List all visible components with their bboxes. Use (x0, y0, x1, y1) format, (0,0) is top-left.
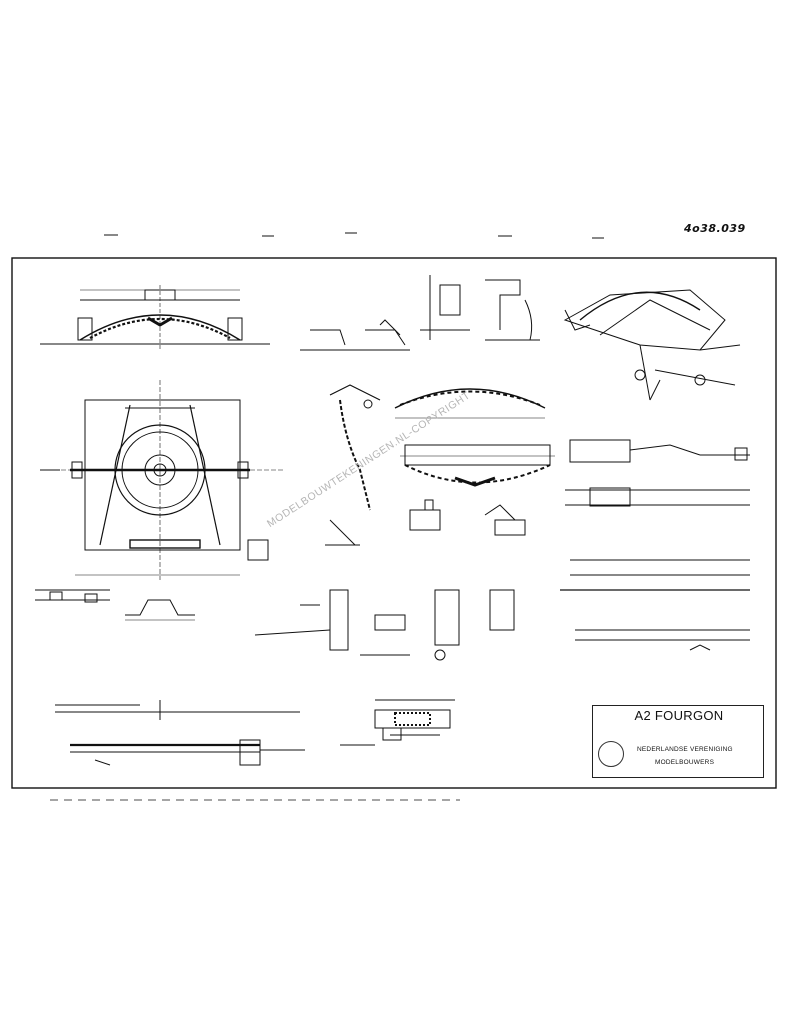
organization-name-line2: MODELBOUWERS (655, 759, 715, 766)
plan-view-bogie (40, 380, 285, 580)
detail-left-middle (35, 589, 195, 621)
lower-middle-details (254, 589, 515, 661)
drawing-title: A2 FOURGON (634, 708, 724, 723)
bottom-left-section (55, 700, 305, 766)
organization-seal-icon (598, 741, 624, 767)
sheet-border (11, 257, 777, 789)
organization-name-line1: NEDERLANDSE VERENIGING (637, 746, 733, 753)
brake-lever-detail (300, 319, 410, 546)
upper-middle-details (420, 275, 540, 341)
small-details-middle (409, 499, 526, 536)
front-view-top-left (40, 285, 270, 350)
bottom-middle-section (340, 699, 455, 746)
top-scale-marks (104, 232, 604, 239)
right-side-details (560, 439, 750, 651)
isometric-view (563, 289, 741, 401)
leaf-spring-views (394, 388, 555, 487)
title-block: A2 FOURGON NEDERLANDSE VERENIGING MODELB… (592, 705, 764, 778)
handwritten-drawing-number: 4o38.039 (684, 222, 746, 235)
